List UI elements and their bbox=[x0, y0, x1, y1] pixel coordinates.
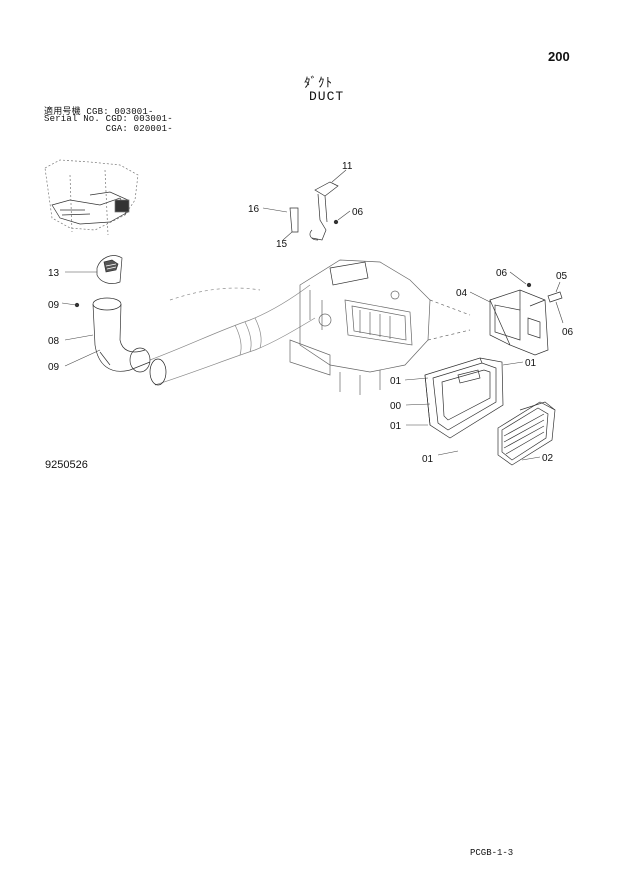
serial-line-2: Serial No. CGD: 003001- bbox=[44, 114, 173, 124]
callout-06-right: 06 bbox=[496, 268, 508, 279]
callout-16: 16 bbox=[248, 204, 260, 215]
callout-09-bottom: 09 bbox=[48, 362, 60, 373]
callout-01-mid: 01 bbox=[390, 421, 402, 432]
drawing-number: 9250526 bbox=[45, 459, 88, 471]
part-04-side-duct bbox=[489, 289, 549, 356]
part-11-bracket bbox=[309, 181, 339, 241]
callout-01-right: 01 bbox=[525, 358, 537, 369]
callout-09-top: 09 bbox=[48, 300, 60, 311]
callout-02: 02 bbox=[542, 453, 554, 464]
serial-line-3: CGA: 020001- bbox=[44, 124, 173, 134]
callout-13: 13 bbox=[48, 268, 60, 279]
part-08-elbow-duct bbox=[92, 297, 151, 373]
callout-06-top: 06 bbox=[352, 207, 364, 218]
callout-08: 08 bbox=[48, 336, 60, 347]
page-number: 200 bbox=[548, 49, 570, 64]
title-english: DUCT bbox=[309, 89, 345, 104]
leader-lines bbox=[61, 169, 564, 461]
page-code: PCGB-1-3 bbox=[470, 848, 514, 858]
part-00-frame bbox=[424, 357, 504, 439]
part-05-pin bbox=[547, 291, 563, 303]
callout-04: 04 bbox=[456, 288, 468, 299]
part-15-clip bbox=[289, 207, 299, 233]
part-13-grille bbox=[96, 255, 123, 284]
serial-line-1: 適用号機 CGB: 003001- bbox=[44, 107, 154, 117]
part-02-filter bbox=[497, 401, 556, 466]
callout-00: 00 bbox=[390, 401, 402, 412]
callout-11: 11 bbox=[342, 161, 353, 172]
heater-unit-drawing bbox=[289, 259, 471, 395]
callout-01-left: 01 bbox=[390, 376, 402, 387]
main-duct-drawing bbox=[149, 284, 316, 386]
title-japanese: ﾀﾞｸﾄ bbox=[304, 75, 333, 90]
callout-01-bottom: 01 bbox=[422, 454, 434, 465]
inset-assembly-drawing bbox=[44, 159, 139, 236]
callout-15: 15 bbox=[276, 239, 288, 250]
callout-05: 05 bbox=[556, 271, 568, 282]
callout-06-lower: 06 bbox=[562, 327, 574, 338]
